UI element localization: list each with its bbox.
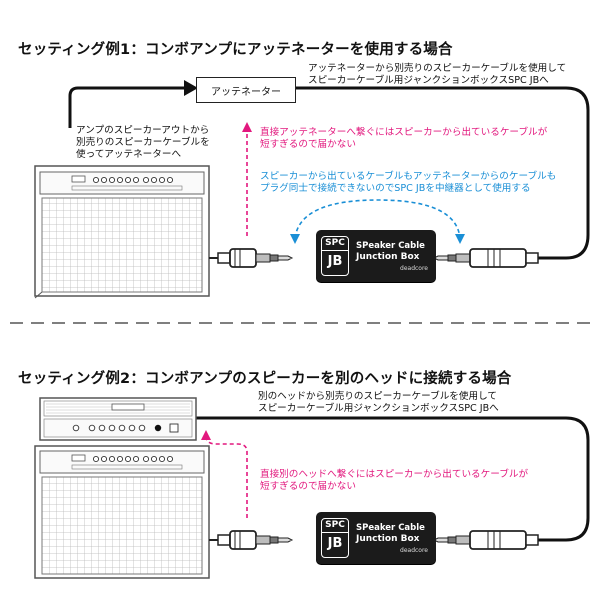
note-line: 直接アッテネーターへ繋ぐにはスピーカーから出ているケーブルが — [260, 127, 548, 138]
attenuator-box: アッテネーター — [196, 77, 296, 103]
section1-note-top: アッテネーターから別売りのスピーカーケーブルを使用して スピーカーケーブル用ジャ… — [308, 63, 566, 87]
note-line: 直接別のヘッドへ繋ぐにはスピーカーから出ているケーブルが — [260, 469, 529, 480]
combo-amp-2 — [34, 445, 210, 579]
badge-top: SPC — [322, 237, 348, 251]
magenta-dash-arrow-2 — [205, 435, 248, 518]
cable-attenuator-to-jb — [296, 86, 590, 260]
cable-head-to-jb — [196, 416, 590, 542]
badge-bottom: JB — [327, 254, 343, 269]
section1-heading: セッティング例1：コンボアンプにアッテネーターを使用する場合 — [18, 42, 453, 58]
note-line: アッテネーターから別売りのスピーカーケーブルを使用して — [308, 63, 567, 74]
attenuator-label: アッテネーター — [211, 86, 281, 98]
junction-box-1: SPC JB SPeaker Cable Junction Box deadco… — [316, 230, 436, 282]
jack-right-1 — [432, 248, 539, 268]
junction-box-2: SPC JB SPeaker Cable Junction Box deadco… — [316, 512, 436, 564]
note-line: 別売りのスピーカーケーブルを — [76, 137, 210, 148]
spc-jb-badge: SPC JB — [321, 518, 349, 558]
device-title-line2: Junction Box — [356, 534, 420, 544]
section2-note-magenta: 直接別のヘッドへ繋ぐにはスピーカーから出ているケーブルが 短すぎるので届かない — [260, 469, 528, 493]
note-line: スピーカーケーブル用ジャンクションボックスSPC JBへ — [258, 403, 499, 414]
note-line: スピーカーから出ているケーブルもアッテネーターからのケーブルも — [260, 171, 557, 182]
jack-left-1 — [217, 248, 294, 268]
jack-right-2 — [432, 530, 539, 550]
cable-amp-to-attenuator — [68, 86, 186, 128]
note-line: スピーカーケーブル用ジャンクションボックスSPC JBへ — [308, 75, 549, 86]
device-title-line2: Junction Box — [356, 252, 420, 262]
note-line: プラグ同士で接続できないのでSPC JBを中継器として使用する — [260, 183, 531, 194]
device-title: SPeaker Cable Junction Box — [356, 523, 425, 545]
note-line: 使ってアッテネーターへ — [76, 149, 182, 160]
badge-top: SPC — [322, 519, 348, 533]
amp-head-2 — [39, 397, 197, 441]
brand-label: deadcore — [400, 547, 428, 554]
jack-left-2 — [217, 530, 294, 550]
section1-note-magenta: 直接アッテネーターへ繋ぐにはスピーカーから出ているケーブルが 短すぎるので届かな… — [260, 127, 547, 151]
note-line: 短すぎるので届かない — [260, 139, 356, 150]
spc-jb-badge: SPC JB — [321, 236, 349, 276]
section2-heading: セッティング例2：コンボアンプのスピーカーを別のヘッドに接続する場合 — [18, 371, 512, 387]
device-title-line1: SPeaker Cable — [356, 523, 425, 533]
badge-bottom: JB — [327, 536, 343, 551]
note-line: 短すぎるので届かない — [260, 481, 356, 492]
cable-amp-to-attenuator-arrow — [184, 80, 198, 96]
device-title-line1: SPeaker Cable — [356, 241, 425, 251]
blue-dash-arc-1 — [294, 199, 461, 239]
brand-label: deadcore — [400, 265, 428, 272]
section1-note-amp: アンプのスピーカーアウトから 別売りのスピーカーケーブルを 使ってアッテネーター… — [76, 125, 210, 161]
section1-note-blue: スピーカーから出ているケーブルもアッテネーターからのケーブルも プラグ同士で接続… — [260, 171, 556, 195]
device-title: SPeaker Cable Junction Box — [356, 241, 425, 263]
section2-note-top: 別のヘッドから別売りのスピーカーケーブルを使用して スピーカーケーブル用ジャンク… — [258, 391, 499, 415]
combo-amp-1 — [34, 165, 210, 299]
note-line: 別のヘッドから別売りのスピーカーケーブルを使用して — [258, 391, 497, 402]
note-line: アンプのスピーカーアウトから — [76, 125, 210, 136]
